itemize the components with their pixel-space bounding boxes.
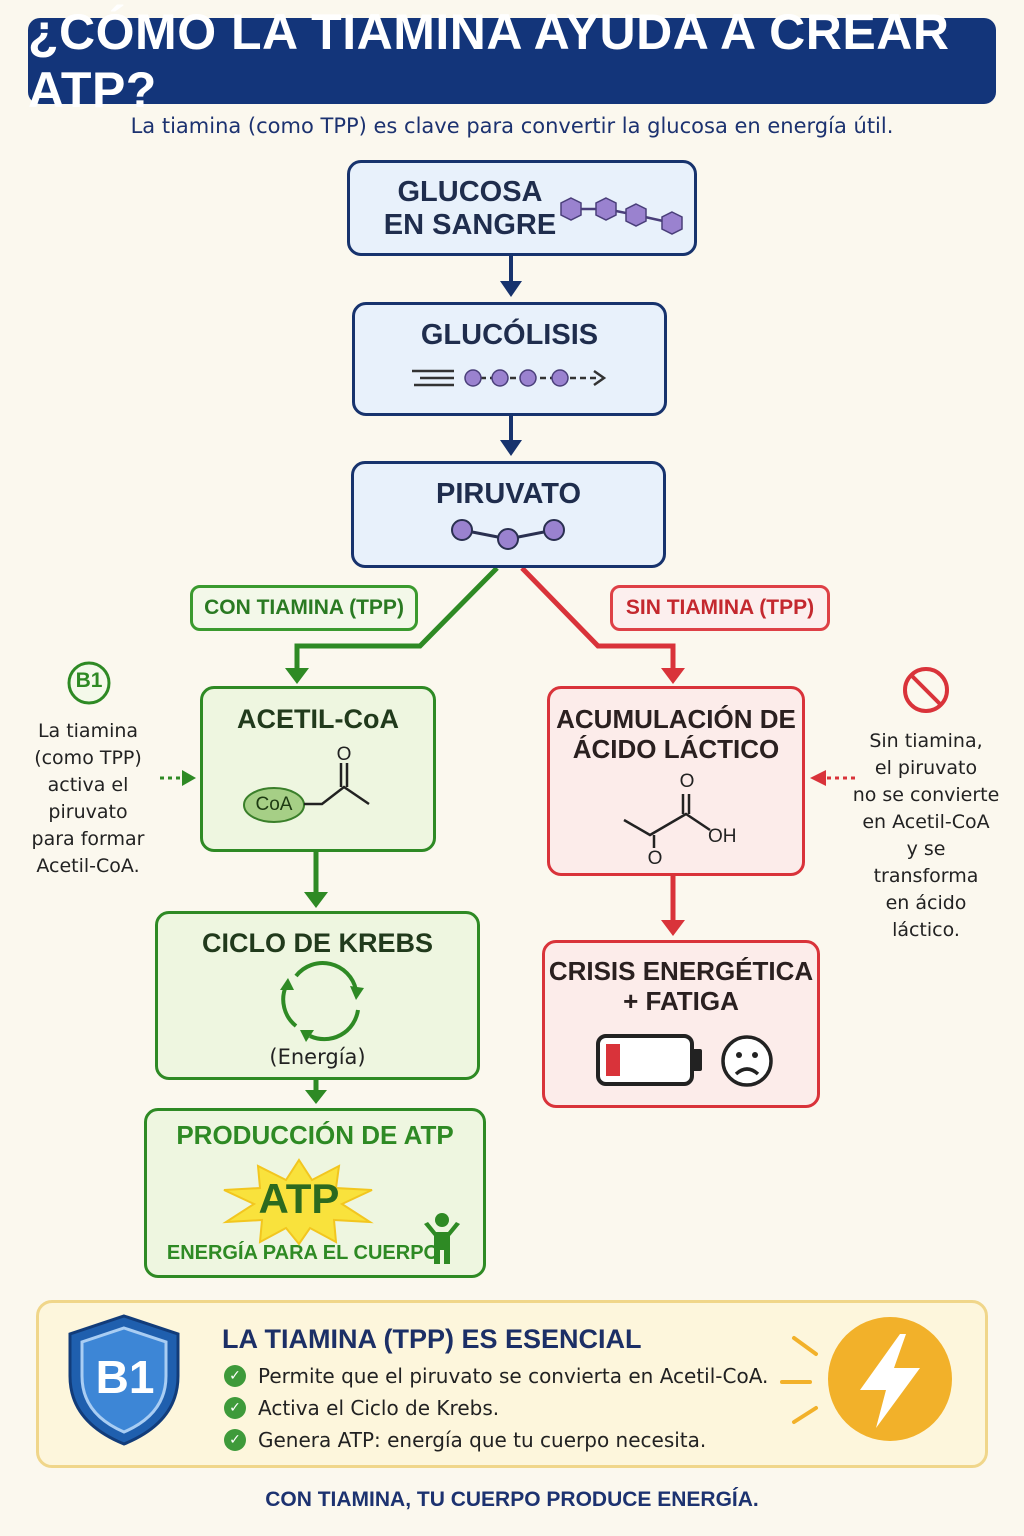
node-acetil-label: ACETIL-CoA xyxy=(237,704,399,734)
arrow-glucolisis-piruvato xyxy=(500,416,522,456)
summary-title: LA TIAMINA (TPP) ES ESENCIAL xyxy=(222,1324,642,1354)
node-atp: PRODUCCIÓN DE ATP ENERGÍA PARA EL CUERPO xyxy=(144,1108,486,1278)
node-acetil-coa: ACETIL-CoA xyxy=(200,686,436,852)
pathway-dots-icon xyxy=(412,369,607,387)
person-icon xyxy=(424,1213,460,1264)
left-note-line: para formar xyxy=(31,828,145,850)
arrow-piruvato-acetil xyxy=(294,566,499,670)
summary-item-text: Activa el Ciclo de Krebs. xyxy=(258,1396,500,1420)
crisis-line2: + FATIGA xyxy=(623,985,739,1016)
footer-message: CON TIAMINA, TU CUERPO PRODUCE ENERGÍA. xyxy=(265,1488,759,1511)
branch-with-thiamine: CON TIAMINA (TPP) xyxy=(190,585,418,631)
arrow-acetil-krebs xyxy=(304,852,328,908)
lactic-acid-structure-icon xyxy=(623,794,711,848)
node-krebs: CICLO DE KREBS (Energía) xyxy=(155,911,480,1080)
acetyl-oxygen-label: O xyxy=(336,744,352,765)
shield-b1-icon xyxy=(68,1314,180,1446)
arrow-head-lactic xyxy=(661,668,685,684)
node-piruvato-label: PIRUVATO xyxy=(435,478,581,510)
right-note-line: y se transforma xyxy=(873,838,979,887)
arrow-krebs-atp xyxy=(305,1080,327,1104)
krebs-subtitle: (Energía) xyxy=(269,1045,366,1069)
glucosa-line1: GLUCOSA xyxy=(397,176,543,208)
coa-label: CoA xyxy=(255,794,293,815)
lightning-icon xyxy=(780,1317,952,1441)
low-battery-icon xyxy=(596,1034,702,1086)
left-note-line: Acetil-CoA. xyxy=(36,855,140,877)
cycle-icon xyxy=(280,961,364,1042)
lactic-oxygen-top: O xyxy=(679,771,695,792)
node-atp-label: PRODUCCIÓN DE ATP xyxy=(176,1120,454,1150)
summary-item: ✓ Permite que el piruvato se convierta e… xyxy=(224,1364,768,1388)
left-note-line: piruvato xyxy=(48,801,128,823)
right-note-line: no se convierte xyxy=(852,784,1000,806)
node-glucosa-label: GLUCOSA EN SANGRE xyxy=(350,176,590,243)
left-note-line: La tiamina xyxy=(37,720,139,742)
pyruvate-molecule-icon xyxy=(451,519,565,550)
arrow-head-acetil xyxy=(285,668,309,684)
right-note-line: el piruvato xyxy=(874,757,978,779)
summary-item: ✓ Activa el Ciclo de Krebs. xyxy=(224,1396,499,1420)
summary-item-text: Permite que el piruvato se convierta en … xyxy=(258,1364,769,1388)
right-note-line: Sin tiamina, xyxy=(869,730,983,752)
atp-star-label: ATP xyxy=(258,1175,340,1222)
right-side-note: Sin tiamina, el piruvato no se convierte… xyxy=(852,728,1000,944)
arrow-lactic-crisis xyxy=(661,876,685,936)
glucose-molecule-icon xyxy=(560,197,683,235)
node-lactic-label: ACUMULACIÓN DE ÁCIDO LÁCTICO xyxy=(550,704,802,765)
arrow-piruvato-lactic xyxy=(520,566,676,670)
left-note-line: (como TPP) xyxy=(34,747,142,769)
b1-badge-label: B1 xyxy=(75,669,103,692)
node-crisis-label: CRISIS ENERGÉTICA + FATIGA xyxy=(545,956,817,1017)
node-piruvato: PIRUVATO xyxy=(351,461,666,568)
crisis-line1: CRISIS ENERGÉTICA xyxy=(548,956,814,986)
left-note-line: activa el xyxy=(47,774,129,796)
atp-subtitle: ENERGÍA PARA EL CUERPO xyxy=(166,1242,440,1264)
lactic-line1: ACUMULACIÓN DE xyxy=(556,704,796,734)
no-entry-icon xyxy=(903,667,949,713)
atp-star-icon xyxy=(222,1158,374,1246)
b1-badge-icon xyxy=(67,661,111,705)
lactic-line2: ÁCIDO LÁCTICO xyxy=(572,733,780,764)
right-note-line: en Acetil-CoA xyxy=(862,811,990,833)
sad-face-icon xyxy=(721,1035,773,1087)
node-krebs-label: CICLO DE KREBS xyxy=(201,928,434,958)
dotted-arrow-right-note xyxy=(810,770,855,786)
arrow-glucosa-glucolisis xyxy=(500,256,522,297)
summary-item: ✓ Genera ATP: energía que tu cuerpo nece… xyxy=(224,1428,706,1452)
dotted-arrow-left-note xyxy=(160,770,196,786)
right-note-line: en ácido láctico. xyxy=(885,892,967,941)
node-glucolisis: GLUCÓLISIS xyxy=(352,302,667,416)
shield-label: B1 xyxy=(95,1351,155,1403)
left-side-note: La tiamina (como TPP) activa el piruvato… xyxy=(20,718,156,880)
glucosa-line2: EN SANGRE xyxy=(383,209,557,242)
branch-without-thiamine: SIN TIAMINA (TPP) xyxy=(610,585,830,631)
summary-item-text: Genera ATP: energía que tu cuerpo necesi… xyxy=(258,1428,707,1452)
check-icon: ✓ xyxy=(224,1365,246,1387)
acetyl-coa-structure-icon xyxy=(243,763,370,823)
check-icon: ✓ xyxy=(224,1397,246,1419)
node-lactic-acid: ACUMULACIÓN DE ÁCIDO LÁCTICO xyxy=(547,686,805,876)
node-glucolisis-label: GLUCÓLISIS xyxy=(420,319,599,351)
page-subtitle: La tiamina (como TPP) es clave para conv… xyxy=(130,114,894,138)
node-glucosa: GLUCOSA EN SANGRE xyxy=(347,160,697,256)
lactic-oxygen-bottom: O xyxy=(647,848,663,869)
lactic-hydroxyl-label: OH xyxy=(708,826,737,847)
check-icon: ✓ xyxy=(224,1429,246,1451)
